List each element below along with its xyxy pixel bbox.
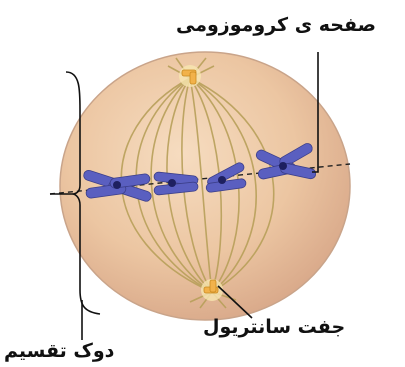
centriole-pair-label: جفت سانتریول xyxy=(203,318,345,337)
metaphase-plate-label: صفحه ی کروموزومی xyxy=(176,16,376,35)
centriole-top xyxy=(179,65,201,87)
centriole-bottom xyxy=(201,279,223,301)
spindle-label: دوک تقسیم xyxy=(4,342,114,361)
